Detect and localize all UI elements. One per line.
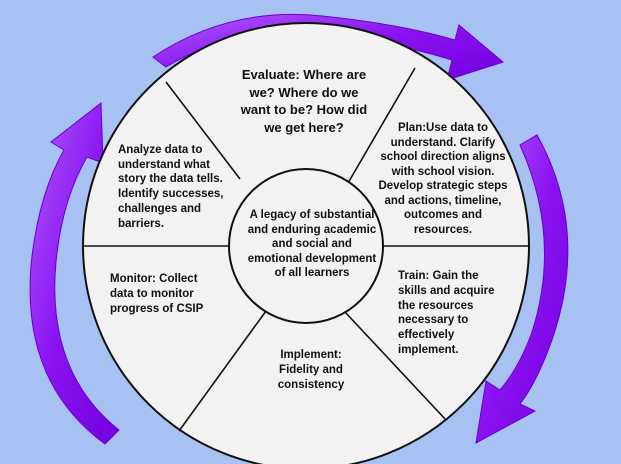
segment-train-text: Train: Gain the skills and acquire the r… xyxy=(398,270,495,356)
cycle-arrow-left xyxy=(29,102,120,445)
segment-plan-text: Plan:Use data to understand. Clarify sch… xyxy=(378,122,508,236)
segment-monitor-text: Monitor: Collect data to monitor progres… xyxy=(110,273,204,315)
segment-analyze-text: Analyze data to understand what story th… xyxy=(118,144,224,230)
segment-dividers xyxy=(84,67,529,432)
segment-implement-text: Implement: Fidelity and consistency xyxy=(277,349,345,391)
center-circle xyxy=(228,168,384,324)
center-goal-text: A legacy of substantial and enduring aca… xyxy=(247,209,377,280)
segment-evaluate-text: Evaluate: Where are we? Where do we want… xyxy=(240,67,368,135)
cycle-arrow-right xyxy=(475,134,569,444)
